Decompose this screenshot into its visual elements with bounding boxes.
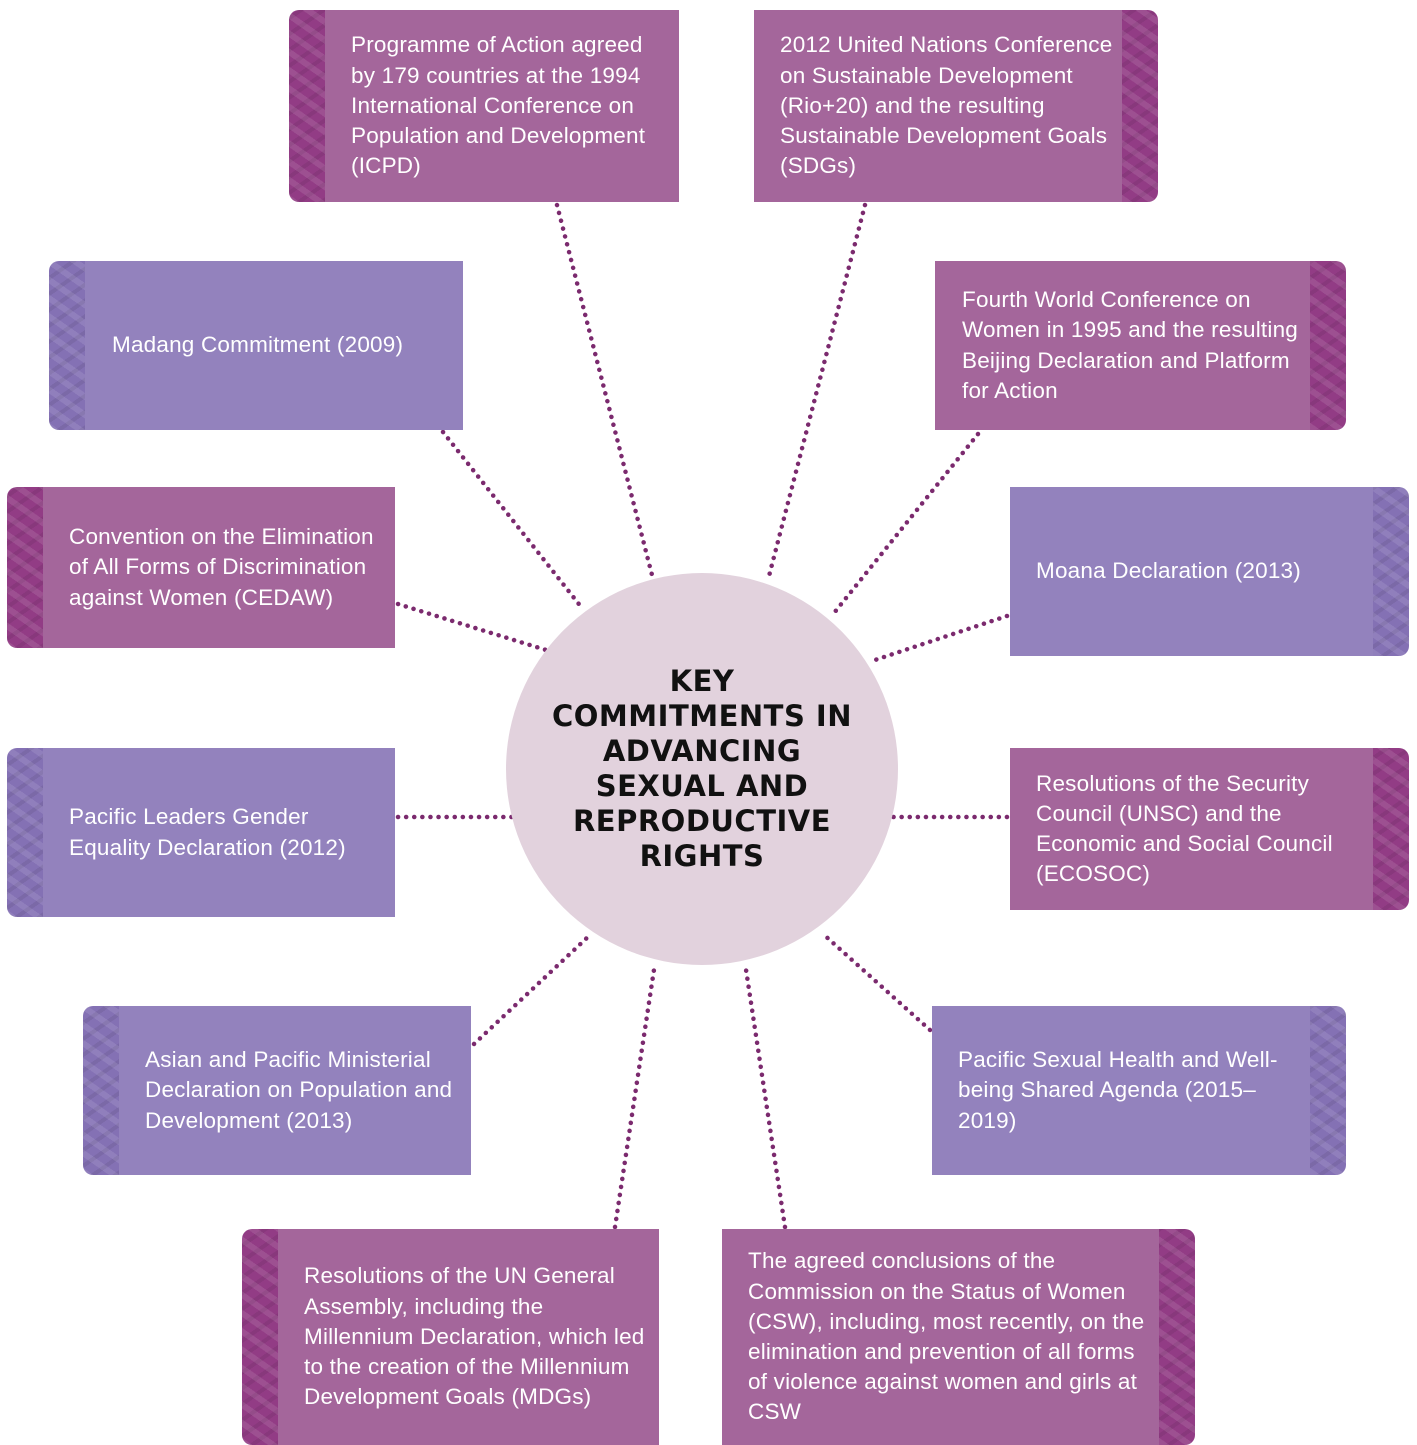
decorative-tab (7, 748, 43, 917)
connector-line-moana (869, 613, 1010, 664)
commitment-text: Moana Declaration (2013) (1036, 558, 1301, 584)
commitment-text: Resolutions of the Security Council (UNS… (1036, 770, 1333, 887)
connector-line-csw (742, 960, 788, 1230)
commitment-text: Fourth World Conference on Women in 1995… (962, 287, 1298, 403)
commitment-box-cedaw: Convention on the Elimination of All For… (7, 487, 395, 648)
commitment-box-asian-pacific: Asian and Pacific Ministerial Declaratio… (83, 1006, 471, 1175)
connector-line-cedaw (395, 601, 549, 653)
commitment-box-pacific-leaders: Pacific Leaders Gender Equality Declarat… (7, 748, 395, 917)
commitment-box-security-council: Resolutions of the Security Council (UNS… (1010, 748, 1409, 910)
decorative-tab (49, 261, 85, 430)
decorative-tab (1159, 1229, 1195, 1445)
decorative-tab (1373, 748, 1409, 910)
commitment-box-moana: Moana Declaration (2013) (1010, 487, 1409, 656)
central-hub-circle: KEY COMMITMENTS IN ADVANCING SEXUAL AND … (506, 573, 898, 965)
decorative-tab (1122, 10, 1158, 202)
decorative-tab (7, 487, 43, 648)
connector-line-madang (440, 429, 585, 611)
connector-line-pacific-sexual-health (819, 930, 933, 1033)
commitment-text: Pacific Leaders Gender Equality Declarat… (69, 804, 346, 860)
commitment-box-madang: Madang Commitment (2009) (49, 261, 463, 430)
commitment-text: Pacific Sexual Health and Well-being Sha… (958, 1047, 1278, 1133)
decorative-tab (83, 1006, 119, 1175)
decorative-tab (1310, 1006, 1346, 1175)
commitment-box-rio20: 2012 United Nations Conference on Sustai… (754, 10, 1158, 202)
decorative-tab (1373, 487, 1409, 656)
commitment-text: Programme of Action agreed by 179 countr… (351, 32, 646, 179)
commitment-box-pacific-sexual-health: Pacific Sexual Health and Well-being Sha… (932, 1006, 1346, 1175)
commitment-text: Convention on the Elimination of All For… (69, 524, 374, 610)
commitment-text: 2012 United Nations Conference on Sustai… (780, 32, 1113, 179)
decorative-tab (289, 10, 325, 202)
commitment-text: Resolutions of the UN General Assembly, … (304, 1263, 645, 1410)
commitment-box-un-general-assembly: Resolutions of the UN General Assembly, … (242, 1229, 659, 1445)
commitment-box-beijing: Fourth World Conference on Women in 1995… (935, 261, 1346, 430)
connector-line-rio20 (765, 202, 868, 583)
hub-title: KEY COMMITMENTS IN ADVANCING SEXUAL AND … (552, 664, 852, 873)
connector-line-beijing (831, 431, 981, 616)
connector-line-un-general-assembly (612, 960, 658, 1230)
commitment-text: Asian and Pacific Ministerial Declaratio… (145, 1047, 453, 1133)
decorative-tab (1310, 261, 1346, 430)
commitment-text: Madang Commitment (2009) (112, 332, 404, 358)
connector-line-asian-pacific (471, 932, 593, 1047)
commitment-box-icpd: Programme of Action agreed by 179 countr… (289, 10, 679, 202)
commitment-text: The agreed conclusions of the Commission… (748, 1248, 1145, 1425)
commitment-box-csw: The agreed conclusions of the Commission… (722, 1229, 1195, 1445)
connector-line-icpd (554, 202, 655, 578)
decorative-tab (242, 1229, 278, 1445)
